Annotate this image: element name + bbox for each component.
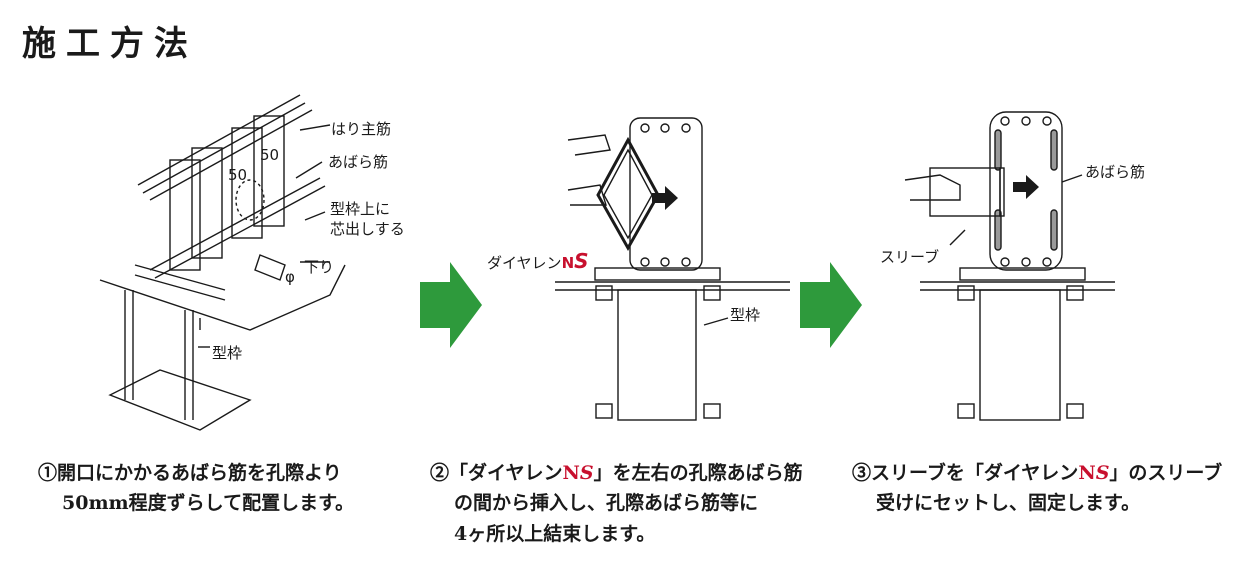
label-form-top-1: 型枠上に [330, 200, 390, 218]
dim-b: 50 [260, 146, 279, 164]
product-s-2: S [579, 462, 594, 484]
step-2-number: ② [430, 462, 450, 484]
step-1-line1: 開口にかかるあばら筋を孔際より [57, 462, 342, 484]
step-2-line1-post: 」を左右の孔際あばら筋 [593, 462, 803, 484]
product-n-3: N [1078, 462, 1096, 484]
label-down: 下り [304, 258, 334, 276]
label-form-2: 型枠 [730, 306, 760, 324]
label-stirrup-3: あばら筋 [1085, 163, 1145, 181]
label-sleeve: スリーブ [880, 248, 939, 266]
step-2-caption: ②「ダイヤレンNS」を左右の孔際あばら筋 の間から挿入し、孔際あばら筋等に 4ヶ… [430, 458, 803, 549]
step-2-line3: 4ヶ所以上結束します。 [454, 522, 656, 545]
page-title: 施工方法 [22, 24, 198, 64]
product-s-3: S [1095, 462, 1110, 484]
step-1-caption: ①開口にかかるあばら筋を孔際より 50mm程度ずらして配置します。 [38, 458, 354, 519]
fig3-drawing [904, 111, 1115, 421]
label-phi: φ [285, 268, 295, 286]
label-form-top-2: 芯出しする [330, 220, 405, 238]
step-1-line2: 50mm程度ずらして配置します。 [62, 492, 355, 515]
stirrup-2 [231, 127, 263, 239]
fig2-drawing [555, 117, 790, 421]
stirrup-frame-2 [629, 117, 703, 271]
step-3-line2: 受けにセットし、固定します。 [876, 492, 1141, 515]
step-3-number: ③ [852, 462, 872, 484]
step-3-caption: ③スリーブを「ダイヤレンNS」のスリーブ 受けにセットし、固定します。 [852, 458, 1222, 519]
label-form-1: 型枠 [212, 344, 242, 362]
fig1-drawing [99, 94, 346, 431]
insert-arrow-2 [652, 186, 678, 210]
label-stirrup-1: あばら筋 [328, 153, 388, 171]
stirrup-frame-3 [989, 111, 1063, 271]
step-3-line1-pre: スリーブを「ダイヤレン [871, 462, 1079, 484]
step-2-line1-pre: 「ダイヤレン [449, 462, 563, 484]
product-label-2: ダイヤレンNS [487, 249, 589, 273]
step-3-line1-post: 」のスリーブ [1109, 462, 1223, 484]
step-2-line2: の間から挿入し、孔際あばら筋等に [454, 492, 759, 515]
step-arrow-2 [800, 262, 862, 348]
step-arrow-1 [420, 262, 482, 348]
insert-arrow-3 [1013, 175, 1039, 199]
step-1-number: ① [38, 462, 58, 484]
opening-outline [235, 179, 265, 221]
dim-a: 50 [228, 166, 247, 184]
label-main-bar: はり主筋 [331, 120, 391, 138]
stirrup-1 [169, 159, 201, 271]
product-n-2: N [562, 462, 580, 484]
diamond-sleeve-holder [596, 136, 660, 252]
